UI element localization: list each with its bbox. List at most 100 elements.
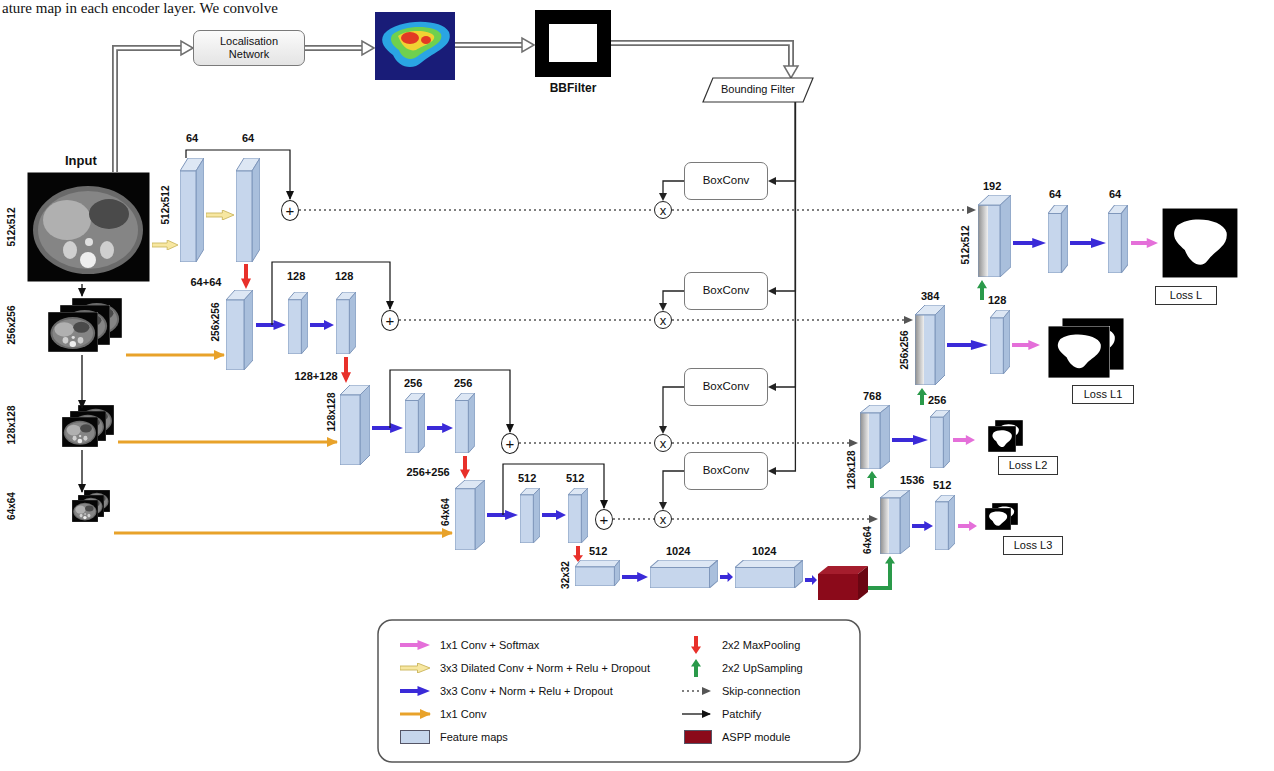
feature-map (978, 195, 1011, 277)
boxconv-line (663, 387, 684, 427)
double-arrow (784, 66, 798, 78)
softmax-arrow (958, 521, 977, 531)
feature-map (575, 560, 620, 586)
filter-line (775, 102, 795, 291)
conv-arrow (1013, 238, 1046, 248)
feature-map (1048, 205, 1068, 273)
upsampling-arrow (867, 280, 987, 588)
channel-count: 128 (988, 294, 1006, 307)
channel-count: 64 (186, 132, 198, 145)
dimension-label: 64x64 (440, 498, 452, 526)
residual-line (186, 150, 604, 515)
feature-map (336, 292, 356, 354)
feature-map (1108, 205, 1128, 273)
boxconv-box: BoxConv (684, 368, 768, 406)
dimension-label: 64x64 (862, 526, 874, 554)
legend-sample (691, 636, 701, 654)
heatmap-image (382, 22, 450, 67)
boxconv-line (659, 387, 684, 434)
channel-count: 64 (1049, 188, 1061, 201)
loss-box: Loss L2 (998, 456, 1058, 475)
channel-count: 64 (1109, 188, 1121, 201)
node-text: Localisation Network (200, 35, 298, 61)
legend-text: 1x1 Conv + Softmax (440, 639, 539, 652)
upsampling-arrow (977, 280, 987, 300)
feature-map (236, 158, 260, 262)
conv-arrow (622, 572, 648, 582)
channel-count: 128+128 (295, 370, 338, 383)
node-text: Loss L (1170, 289, 1202, 302)
patchify-arrow (81, 284, 82, 296)
dimension-label: 256x256 (210, 303, 222, 342)
skip-connection (399, 319, 654, 320)
sum-circle: + (595, 509, 613, 530)
node-text: x (660, 513, 667, 526)
node-text: Loss L2 (1009, 459, 1048, 472)
boxconv-line (663, 471, 684, 503)
mask-image (1048, 326, 1110, 378)
ct-image (62, 417, 98, 447)
node-text: BoxConv (703, 464, 750, 478)
node-text: + (506, 436, 515, 451)
dilated-conv-arrow (152, 240, 178, 250)
feature-map (935, 495, 955, 550)
feature-map (180, 158, 1128, 588)
legend-text: Patchify (722, 708, 761, 721)
skip-connection (299, 209, 654, 210)
channel-count: 1536 (900, 474, 924, 487)
mask-image (1162, 208, 1238, 278)
node-text: BoxConv (703, 380, 750, 394)
feature-map (880, 490, 910, 554)
legend-text: 2x2 UpSampling (722, 662, 803, 675)
text-fragment: ature map in each encoder layer. We conv… (2, 0, 278, 17)
patchify-arrow (81, 355, 82, 408)
node-text: + (600, 512, 609, 527)
channel-count: 1024 (666, 545, 690, 558)
node-text: BBFilter (550, 81, 597, 95)
feature-map (288, 292, 308, 354)
node-text: BoxConv (703, 174, 750, 188)
ct-image (72, 500, 98, 522)
dilated-conv-arrow (206, 210, 234, 220)
double-arrow (522, 38, 534, 52)
softmax-arrow (953, 435, 975, 445)
network-box: Localisation Network (193, 30, 305, 66)
softmax-arrow (953, 238, 1158, 531)
heatmap-image (391, 27, 441, 59)
double-arrow (455, 44, 523, 46)
feature-map (915, 305, 945, 385)
legend-sample (400, 636, 710, 714)
one-by-one-conv-arrow (126, 354, 224, 357)
loss-box: Loss L3 (1003, 536, 1063, 555)
sum-circle: + (381, 310, 399, 331)
one-by-one-conv-arrow (114, 532, 452, 535)
ct-image (27, 172, 150, 522)
filter-line (775, 102, 795, 181)
channel-count: 256+256 (407, 466, 450, 479)
channel-count: 64 (242, 132, 254, 145)
boxconv-box: BoxConv (684, 162, 768, 200)
parallelogram-outline (703, 78, 813, 102)
boxconv-box: BoxConv (684, 272, 768, 310)
skip-connection (672, 209, 975, 210)
skip-connection (613, 518, 654, 519)
mask-image (985, 208, 1238, 530)
upsampling-arrow (867, 471, 877, 488)
node-text: Bounding Filter (721, 83, 795, 96)
maxpool-arrow (341, 357, 351, 383)
double-arrow (611, 43, 798, 78)
loss-box: Loss L (1155, 286, 1217, 305)
dimension-label: 512x512 (6, 208, 18, 247)
node-text: + (386, 313, 395, 328)
feature-map (568, 488, 588, 543)
filter-line (768, 467, 776, 475)
legend-text: 3x3 Conv + Norm + Relu + Dropout (440, 685, 613, 698)
skip-connection (519, 443, 654, 444)
legend-sample (691, 659, 701, 677)
heatmap-image (375, 12, 455, 80)
dimension-label: 256x256 (6, 306, 18, 345)
conv-arrow (542, 510, 566, 520)
feature-map (405, 393, 425, 453)
legend-sample (682, 713, 710, 714)
legend-text: Feature maps (440, 731, 508, 744)
